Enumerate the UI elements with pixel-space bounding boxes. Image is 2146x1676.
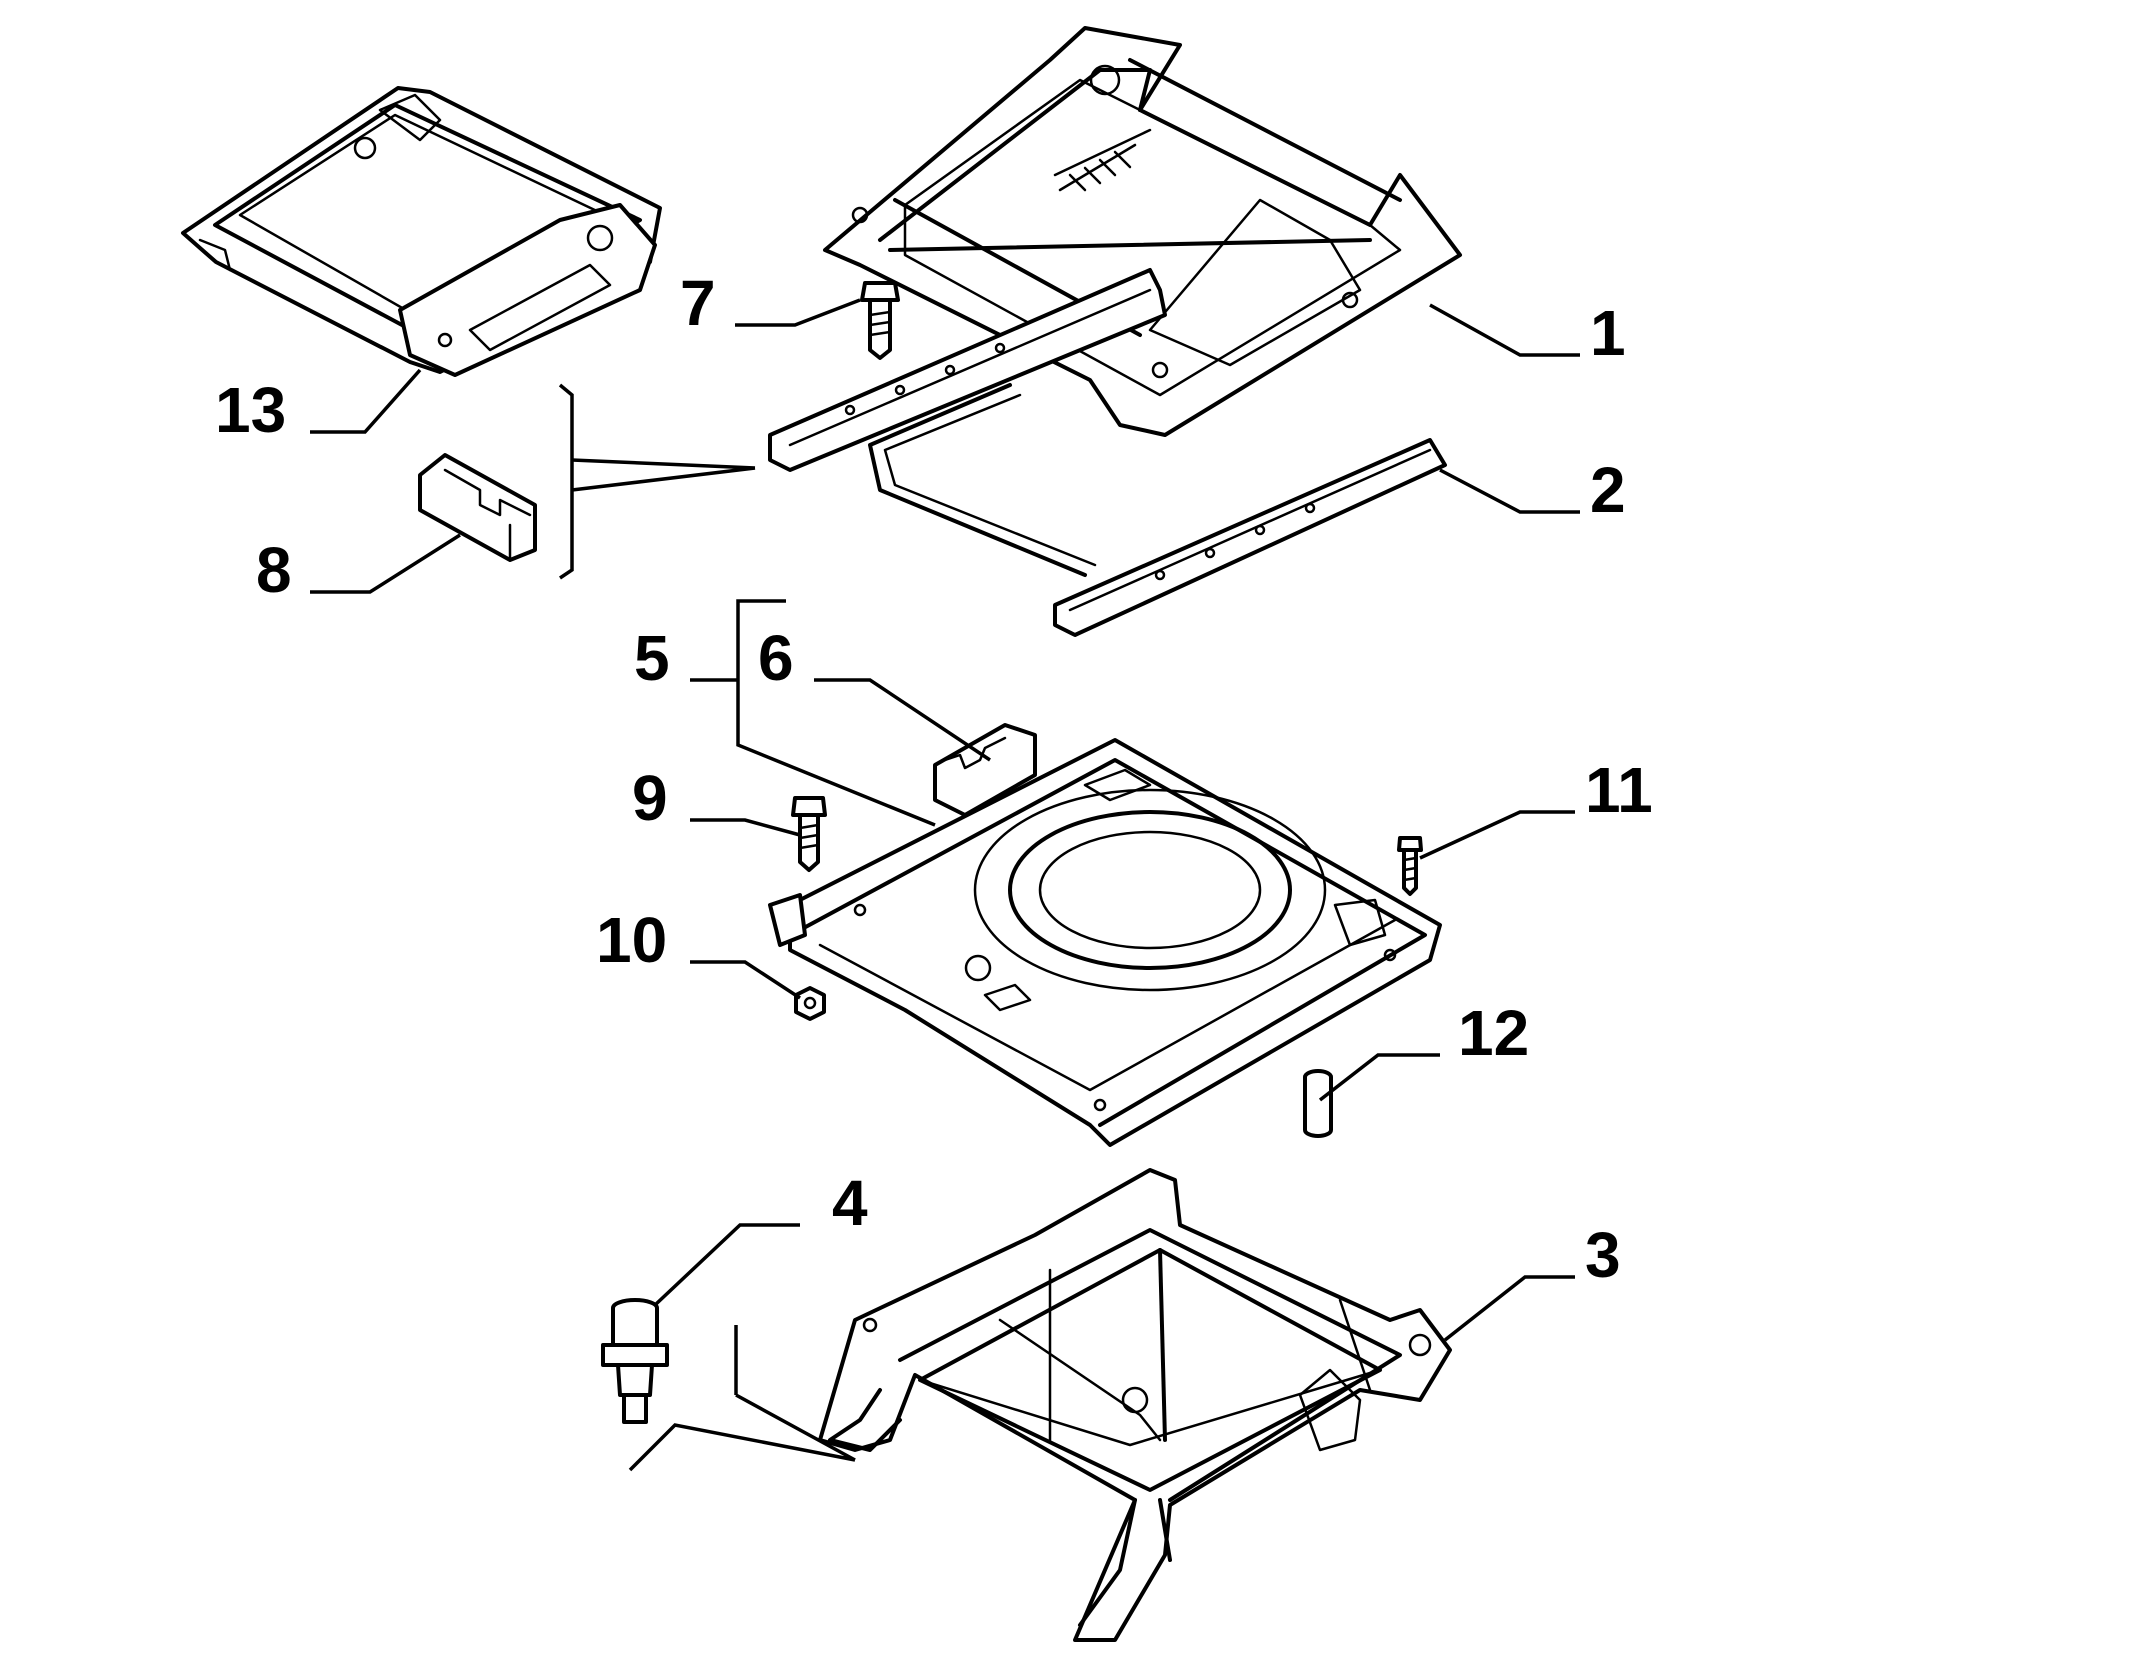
callout-8: 8 [256,534,292,606]
part-12-pin [1303,1069,1333,1138]
part-2-seat-rails [768,268,1447,637]
callout-7: 7 [680,267,716,339]
callout-1: 1 [1590,297,1626,369]
part-1-upper-mechanism [823,26,1462,437]
callout-2: 2 [1590,454,1626,526]
leader-3 [1443,1275,1575,1342]
callout-11: 11 [1585,754,1653,826]
callout-9: 9 [632,762,668,834]
part-13-seat-frame [181,86,662,377]
leader-12 [1318,1053,1440,1102]
callout-3: 3 [1585,1219,1621,1291]
callout-4: 4 [832,1167,868,1239]
part-5-base-plate [768,738,1442,1147]
bracket-8-13 [558,383,574,580]
bracket-5-6 [736,599,936,827]
leader-4 [653,1223,800,1307]
part-10-nut [794,986,826,1021]
callout-13: 13 [215,374,286,446]
part-4-mounting-stud [601,1298,669,1424]
leader-9 [690,818,801,837]
part-3-base-frame [818,1168,1452,1642]
leader-1 [1429,303,1580,357]
bracket-4 [628,1325,856,1472]
leader-8 [310,533,461,594]
part-11-bolt [1397,836,1423,896]
callout-12: 12 [1458,997,1529,1069]
callout-5: 5 [634,622,670,694]
part-9-bolt [791,796,827,872]
leader-6 [814,678,991,762]
callout-10: 10 [596,904,667,976]
leader-11 [1419,810,1575,860]
bracket-pointer [571,458,756,492]
part-7-bolt [860,281,900,360]
part-6-clip [933,723,1037,817]
leader-7 [735,298,861,327]
leader-10 [690,960,801,1000]
leader-13 [310,368,422,434]
callout-6: 6 [758,622,794,694]
part-8-clip [418,453,537,562]
leader-2 [1439,468,1580,514]
